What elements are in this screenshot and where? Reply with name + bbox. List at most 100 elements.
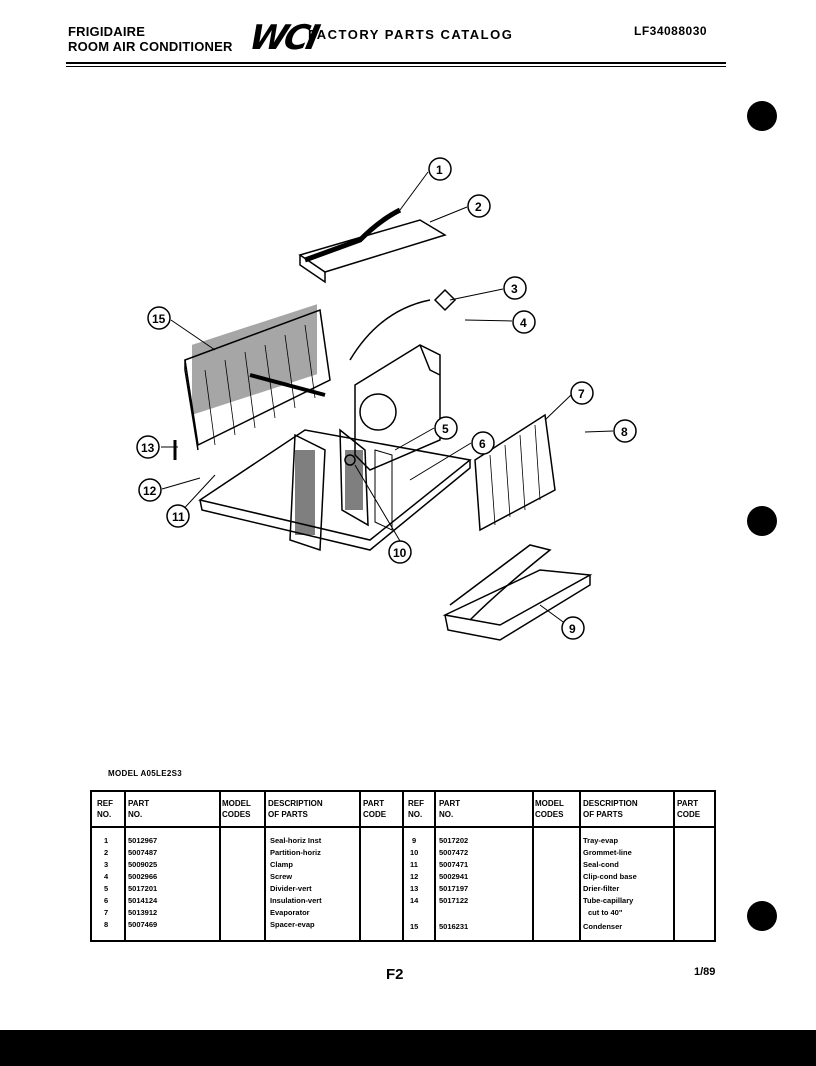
catalog-date: 1/89 bbox=[694, 966, 716, 978]
callout-6: 6 bbox=[471, 431, 495, 455]
catalog-number: LF34088030 bbox=[634, 24, 708, 38]
row-part-left-4: 5002966 bbox=[128, 872, 158, 881]
callout-15: 15 bbox=[147, 306, 171, 330]
brand-name: FRIGIDAIRE bbox=[68, 24, 146, 39]
row-part-right-8: 5016231 bbox=[439, 922, 469, 931]
row-part-left-7: 5013912 bbox=[128, 908, 158, 917]
svg-text:12: 12 bbox=[143, 484, 157, 498]
row-ref-right-8: 15 bbox=[410, 922, 419, 931]
binder-hole-middle bbox=[747, 506, 777, 536]
row-desc-right-1: Tray-evap bbox=[583, 836, 619, 845]
row-ref-right-6: 14 bbox=[410, 896, 419, 905]
callout-7: 7 bbox=[570, 381, 594, 405]
row-desc-left-5: Divider-vert bbox=[270, 884, 312, 893]
svg-text:10: 10 bbox=[393, 546, 407, 560]
callout-11: 11 bbox=[166, 504, 190, 528]
callout-1: 1 bbox=[428, 157, 452, 181]
header-rule-thin bbox=[66, 66, 726, 67]
row-desc-right-6: Tube-capillary bbox=[583, 896, 634, 905]
row-part-right-6: 5017122 bbox=[439, 896, 469, 905]
row-desc-right-5: Drier-filter bbox=[583, 884, 620, 893]
row-ref-right-2: 10 bbox=[410, 848, 419, 857]
row-part-left-8: 5007469 bbox=[128, 920, 158, 929]
callout-10: 10 bbox=[388, 540, 412, 564]
row-ref-right-4: 12 bbox=[410, 872, 419, 881]
callout-3: 3 bbox=[503, 276, 527, 300]
row-ref-left-2: 2 bbox=[104, 848, 109, 857]
model-label: MODEL A05LE2S3 bbox=[108, 769, 183, 778]
row-part-left-3: 5009025 bbox=[128, 860, 158, 869]
callout-9: 9 bbox=[561, 616, 585, 640]
svg-text:6: 6 bbox=[479, 437, 486, 451]
row-desc-left-2: Partition-horiz bbox=[270, 848, 321, 857]
exploded-view-diagram bbox=[173, 207, 593, 641]
callout-5: 5 bbox=[434, 416, 458, 440]
row-desc-right-8: Condenser bbox=[583, 922, 623, 931]
row-part-right-2: 5007472 bbox=[439, 848, 469, 857]
row-ref-left-6: 6 bbox=[104, 896, 109, 905]
row-part-left-1: 5012967 bbox=[128, 836, 158, 845]
svg-text:15: 15 bbox=[152, 312, 166, 326]
svg-text:9: 9 bbox=[569, 622, 576, 636]
catalog-title: FACTORY PARTS CATALOG bbox=[308, 27, 514, 42]
row-desc-left-8: Spacer-evap bbox=[270, 920, 315, 929]
svg-text:7: 7 bbox=[578, 387, 585, 401]
svg-text:8: 8 bbox=[621, 425, 628, 439]
row-part-right-5: 5017197 bbox=[439, 884, 469, 893]
row-ref-left-8: 8 bbox=[104, 920, 109, 929]
row-desc-right-2: Grommet-line bbox=[583, 848, 632, 857]
row-desc-left-4: Screw bbox=[270, 872, 293, 881]
svg-text:5: 5 bbox=[442, 422, 449, 436]
row-ref-left-3: 3 bbox=[104, 860, 109, 869]
row-desc-right-7: cut to 40" bbox=[588, 908, 623, 917]
row-part-left-2: 5007487 bbox=[128, 848, 158, 857]
row-ref-right-5: 13 bbox=[410, 884, 419, 893]
row-desc-left-1: Seal-horiz Inst bbox=[270, 836, 322, 845]
binder-hole-top bbox=[747, 101, 777, 131]
callout-12: 12 bbox=[138, 478, 162, 502]
row-part-right-3: 5007471 bbox=[439, 860, 469, 869]
row-desc-left-6: Insulation-vert bbox=[270, 896, 322, 905]
row-ref-right-3: 11 bbox=[410, 860, 418, 869]
svg-text:1: 1 bbox=[436, 163, 443, 177]
callout-8: 8 bbox=[613, 419, 637, 443]
header-rule bbox=[66, 62, 726, 64]
brand-block: FRIGIDAIRE ROOM AIR CONDITIONER bbox=[68, 24, 233, 54]
row-part-left-5: 5017201 bbox=[128, 884, 158, 893]
row-desc-left-3: Clamp bbox=[270, 860, 293, 869]
row-desc-right-3: Seal-cond bbox=[583, 860, 619, 869]
binder-hole-bottom bbox=[747, 901, 777, 931]
row-ref-left-7: 7 bbox=[104, 908, 109, 917]
callout-13: 13 bbox=[136, 435, 160, 459]
row-ref-left-1: 1 bbox=[104, 836, 109, 845]
product-line: ROOM AIR CONDITIONER bbox=[68, 39, 233, 54]
callout-2: 2 bbox=[467, 194, 491, 218]
row-desc-left-7: Evaporator bbox=[270, 908, 310, 917]
row-ref-left-5: 5 bbox=[104, 884, 109, 893]
row-part-right-1: 5017202 bbox=[439, 836, 469, 845]
row-ref-left-4: 4 bbox=[104, 872, 109, 881]
scan-edge-band bbox=[0, 1030, 816, 1066]
row-part-right-4: 5002941 bbox=[439, 872, 469, 881]
callout-4: 4 bbox=[512, 310, 536, 334]
row-ref-right-1: 9 bbox=[412, 836, 417, 845]
row-desc-right-4: Clip-cond base bbox=[583, 872, 637, 881]
svg-text:2: 2 bbox=[475, 200, 482, 214]
svg-text:13: 13 bbox=[141, 441, 155, 455]
svg-text:4: 4 bbox=[520, 316, 527, 330]
svg-text:3: 3 bbox=[511, 282, 518, 296]
row-part-left-6: 5014124 bbox=[128, 896, 158, 905]
svg-text:11: 11 bbox=[172, 510, 185, 524]
